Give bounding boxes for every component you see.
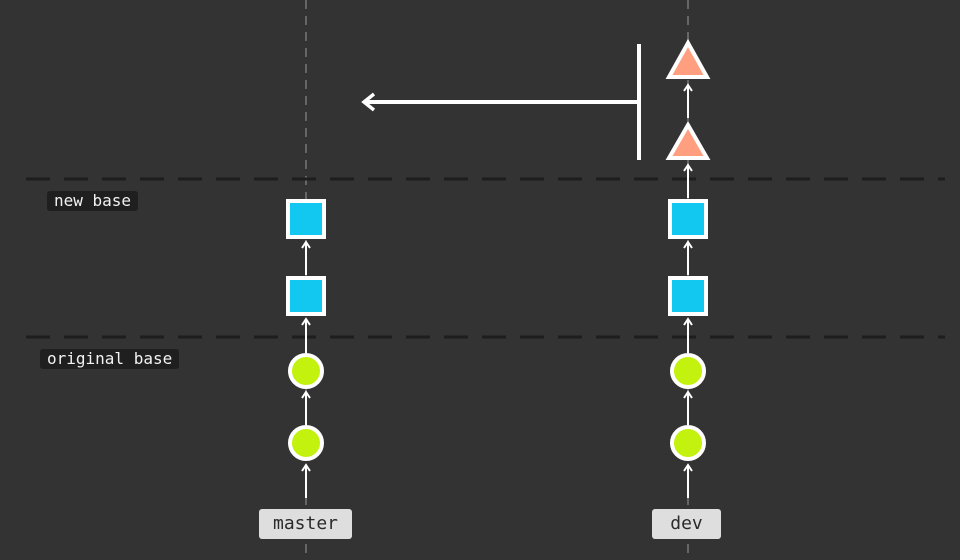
circle-commit-icon (670, 353, 706, 389)
new-base-label: new base (47, 191, 139, 211)
circle-commit-icon (670, 425, 706, 461)
square-commit-icon (286, 199, 326, 239)
circle-commit-icon (288, 425, 324, 461)
circle-commit-icon (288, 353, 324, 389)
triangle-commit-icon (665, 38, 711, 79)
dev-branch-label: dev (652, 509, 721, 539)
square-commit-icon (286, 276, 326, 316)
square-commit-icon (668, 199, 708, 239)
triangle-commit-icon (665, 120, 711, 160)
square-commit-icon (668, 276, 708, 316)
master-branch-label: master (259, 509, 352, 539)
original-base-label: original base (40, 349, 180, 369)
